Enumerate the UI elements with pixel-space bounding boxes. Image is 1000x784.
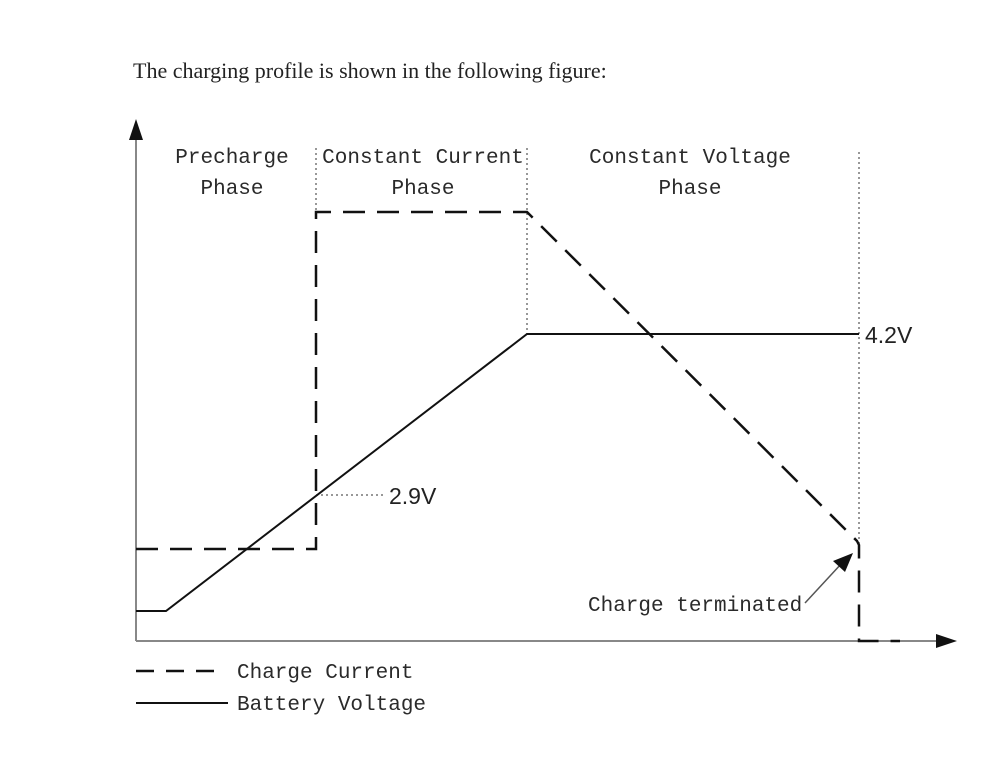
axes <box>135 136 940 642</box>
phase-label-cv: Constant Voltage <box>589 147 791 170</box>
phase-label-cc: Constant Current <box>322 147 524 170</box>
y-axis-arrow-icon <box>129 119 143 140</box>
legend-label-battery-voltage: Battery Voltage <box>237 694 426 717</box>
legend: Charge Current Battery Voltage <box>136 662 426 717</box>
phase-dividers <box>315 148 860 545</box>
battery-voltage-line <box>136 333 859 612</box>
intro-text: The charging profile is shown in the fol… <box>133 58 607 83</box>
terminated-pointer-line <box>804 562 843 604</box>
charge-current-line <box>136 210 900 643</box>
phase-label-precharge-2: Phase <box>200 178 263 201</box>
label-charge-terminated: Charge terminated <box>588 595 802 618</box>
phase-label-precharge: Precharge <box>175 147 288 170</box>
label-4-2v: 4.2V <box>865 322 913 348</box>
phase-label-cv-2: Phase <box>658 178 721 201</box>
phase-label-cc-2: Phase <box>391 178 454 201</box>
x-axis-arrow-icon <box>936 634 957 648</box>
terminated-arrow-icon <box>833 553 853 572</box>
label-2-9v: 2.9V <box>389 483 437 509</box>
legend-label-charge-current: Charge Current <box>237 662 413 685</box>
